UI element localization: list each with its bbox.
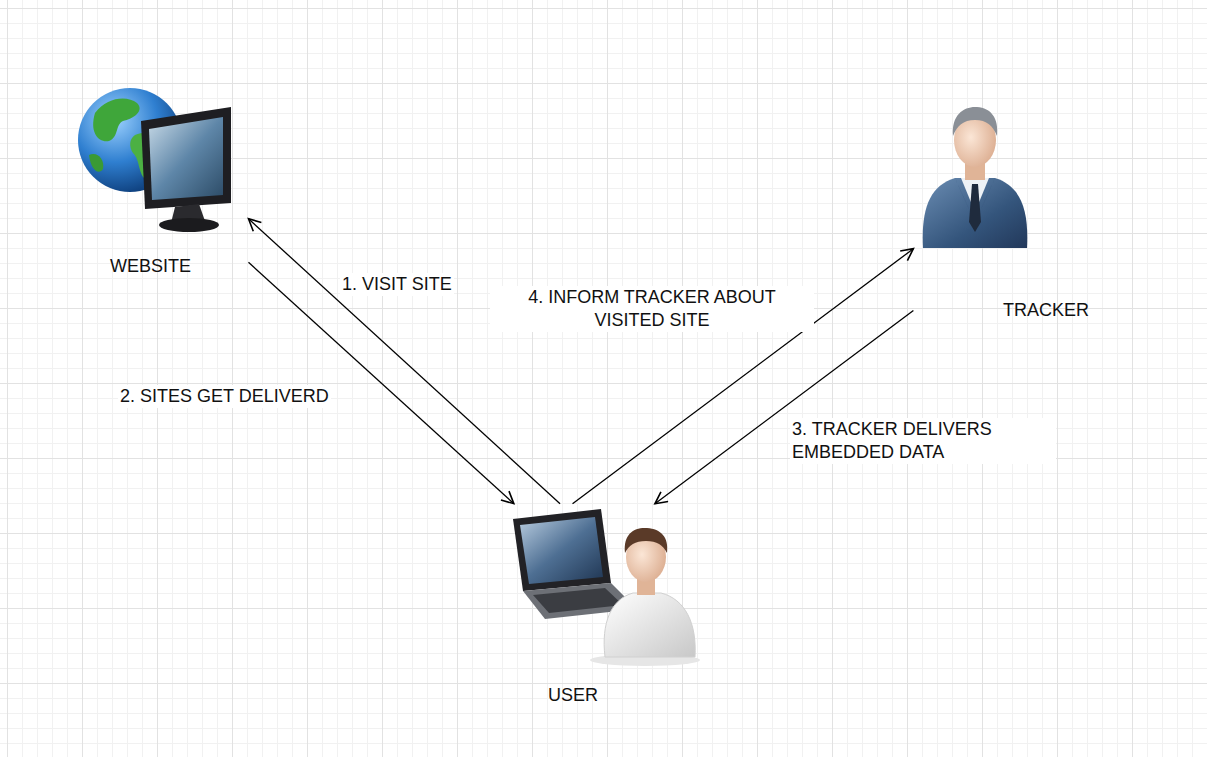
tracker-person-icon: [915, 100, 1035, 250]
arrow-label: 4. INFORM TRACKER ABOUT VISITED SITE: [490, 286, 814, 332]
arrow-label: 3. TRACKER DELIVERS EMBEDDED DATA: [790, 418, 1056, 464]
node-label: WEBSITE: [110, 255, 191, 277]
arrow-connector: [248, 262, 513, 503]
website-icon: [75, 85, 235, 245]
arrow-label: 1. VISIT SITE: [340, 273, 454, 296]
user-node: USER: [505, 505, 720, 710]
arrow-label: 2. SITES GET DELIVERD: [118, 385, 331, 408]
website-node: WEBSITE: [75, 85, 247, 281]
user-laptop-icon: [505, 505, 720, 670]
tracker-node: TRACKER: [915, 100, 1115, 325]
node-label: USER: [548, 684, 598, 706]
arrow-connector: [248, 219, 560, 504]
node-label: TRACKER: [1003, 299, 1089, 321]
arrow-connector: [655, 311, 913, 504]
